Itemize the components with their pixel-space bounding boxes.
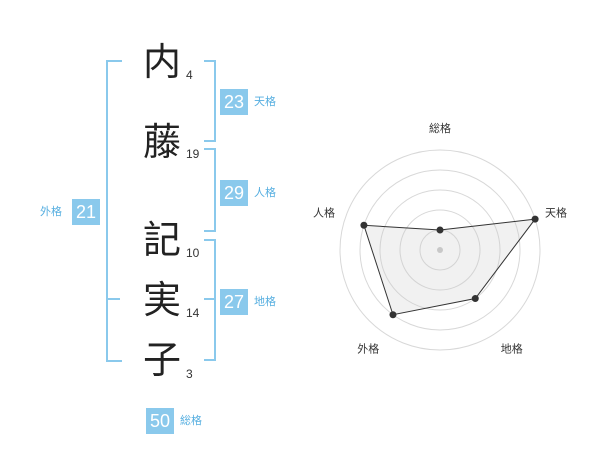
radar-ring-4 xyxy=(359,169,521,331)
name-char-3: 記 xyxy=(142,218,181,262)
stroke-count-3: 10 xyxy=(186,246,200,260)
radar-axis-label-2: 天格 xyxy=(545,205,567,219)
jinkaku-bracket xyxy=(204,148,216,232)
chikaku-bracket xyxy=(204,239,216,361)
gaikaku-bracket-tick xyxy=(106,298,120,300)
gaikaku-value-badge: 21 xyxy=(72,199,100,225)
gaikaku-label: 外格 xyxy=(40,205,62,218)
soukaku-label: 総格 xyxy=(180,414,202,427)
radar-axis-label-3: 地格 xyxy=(501,342,523,356)
radar-axis-label-1: 総格 xyxy=(429,121,451,135)
name-char-5: 子 xyxy=(142,338,181,382)
radar-ring-2 xyxy=(399,209,481,291)
name-char-1: 内 xyxy=(142,40,181,84)
tenkaku-bracket xyxy=(204,60,216,142)
tenkaku-label: 天格 xyxy=(254,95,276,108)
stroke-count-5: 3 xyxy=(186,367,193,381)
radar-point-4 xyxy=(389,311,397,319)
radar-point-3 xyxy=(471,295,479,303)
radar-center-dot xyxy=(437,247,443,253)
radar-point-1 xyxy=(436,226,444,234)
radar-axis-label-5: 人格 xyxy=(313,205,335,219)
stroke-count-4: 14 xyxy=(186,306,200,320)
name-char-4: 実 xyxy=(142,278,181,322)
name-char-2: 藤 xyxy=(142,120,181,164)
stroke-count-2: 19 xyxy=(186,147,200,161)
chikaku-value-badge: 27 xyxy=(220,289,248,315)
jinkaku-value-badge: 29 xyxy=(220,180,248,206)
soukaku-value-badge: 50 xyxy=(146,408,174,434)
chikaku-bracket-tick xyxy=(204,298,216,300)
radar-ring-3 xyxy=(379,189,501,311)
jinkaku-label: 人格 xyxy=(254,186,276,199)
radar-axis-label-4: 外格 xyxy=(357,342,379,356)
radar-polygon xyxy=(363,218,537,316)
radar-point-2 xyxy=(531,215,539,223)
gaikaku-bracket xyxy=(106,60,122,362)
chikaku-label: 地格 xyxy=(254,295,276,308)
tenkaku-value-badge: 23 xyxy=(220,89,248,115)
radar-point-5 xyxy=(360,221,368,229)
stroke-count-1: 4 xyxy=(186,68,193,82)
radar-ring-5 xyxy=(339,149,541,351)
